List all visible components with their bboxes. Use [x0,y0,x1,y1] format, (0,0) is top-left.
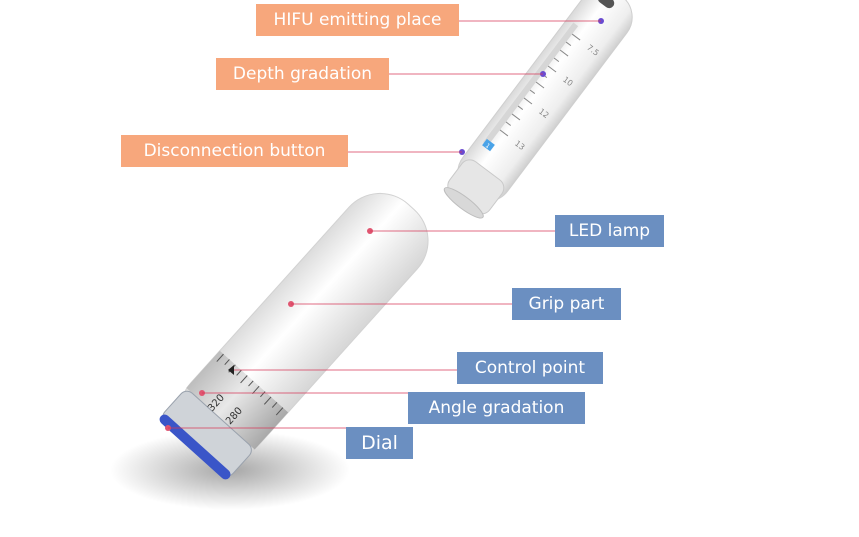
label-led-lamp: LED lamp [555,215,664,247]
dial-band [186,350,289,450]
leader-lines [168,20,601,429]
depth-scale-ticks [499,33,581,137]
label-angle-gradation: Angle gradation [408,392,585,424]
label-depth-gradation: Depth gradation [216,58,389,90]
control-point-marker [228,365,234,375]
hifu-window [597,0,615,9]
label-dial: Dial [346,427,413,459]
label-disconnection-button: Disconnection button [121,135,348,167]
handpiece-bottom [159,192,429,480]
label-hifu-emitting-place: HIFU emitting place [256,4,459,36]
handpiece-top: 7.5 10 12 13 1 [443,0,633,219]
label-control-point: Control point [457,352,603,384]
blue-chip [482,138,495,152]
dial-ring [159,414,231,480]
depth-scale-window [483,22,579,146]
label-grip-part: Grip part [512,288,621,320]
chip-label: 1 [484,142,491,150]
angle-ticks [216,353,284,416]
